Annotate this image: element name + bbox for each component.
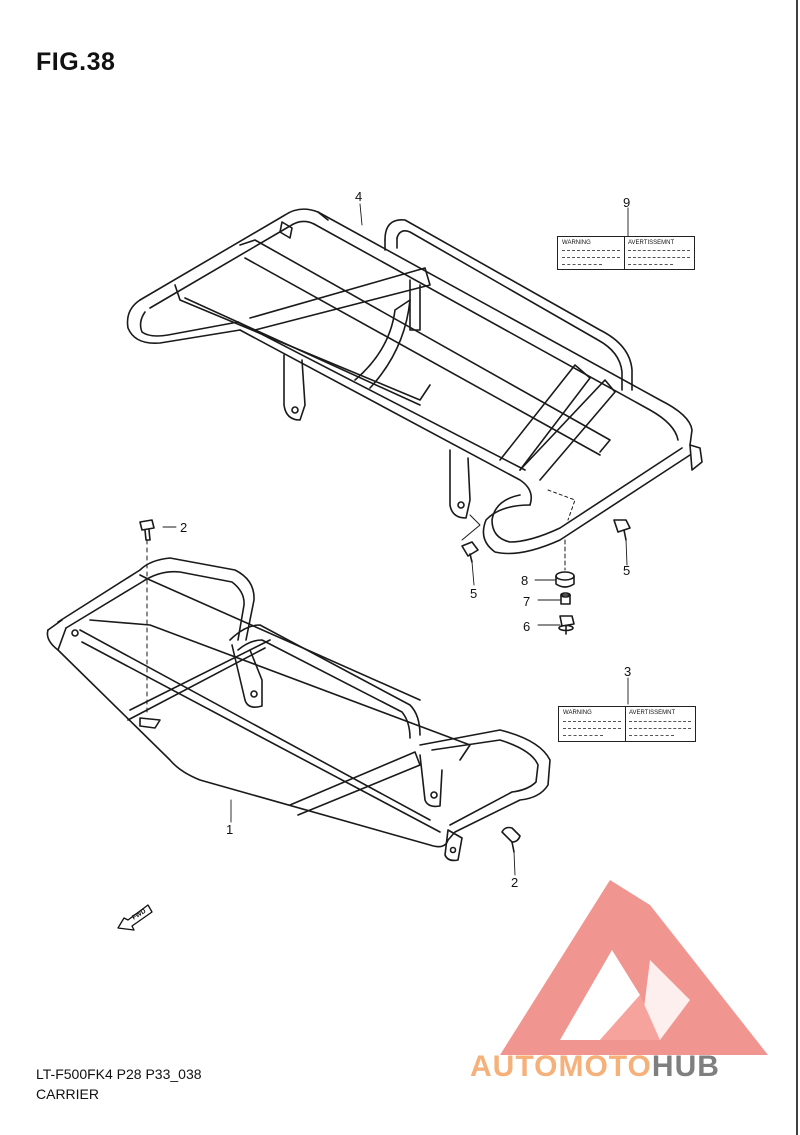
callout-5-right: 5 — [623, 563, 631, 578]
label-text-line — [563, 735, 603, 736]
label-text-line — [563, 721, 621, 722]
label-text-line — [628, 264, 673, 265]
collar-7 — [560, 592, 571, 605]
callout-3: 3 — [624, 664, 632, 679]
label-text-line — [629, 735, 674, 736]
callout-4: 4 — [355, 189, 363, 204]
warning-label-9: WARNING AVERTISSEMNT — [557, 236, 695, 270]
label-text-line — [562, 250, 620, 251]
label-warning-text: WARNING — [562, 240, 591, 246]
watermark-text-orange: AUTOMOTO — [470, 1050, 652, 1083]
figure-name: CARRIER — [36, 1086, 100, 1102]
figure-code: LT-F500FK4 P28 P33_038 — [36, 1066, 202, 1082]
watermark-text-gray: HUB — [651, 1050, 720, 1083]
figure-title: FIG.38 — [36, 48, 116, 76]
callout-2-top: 2 — [180, 520, 188, 535]
label-text-line — [629, 721, 691, 722]
label-divider — [624, 237, 625, 269]
watermark-text: AUTOMOTOHUB — [470, 1050, 720, 1084]
label-divider — [625, 707, 626, 741]
bolt-6 — [558, 615, 575, 635]
callout-2-bottom: 2 — [511, 875, 519, 890]
label-text-line — [562, 264, 602, 265]
label-text-line — [628, 250, 690, 251]
rear-carrier-drawing — [126, 208, 703, 555]
callout-6: 6 — [523, 619, 531, 634]
label-text-line — [628, 257, 690, 258]
label-warning-text: WARNING — [563, 710, 592, 716]
fwd-arrow-icon: FWD — [117, 904, 153, 931]
callout-8: 8 — [521, 573, 529, 588]
bolt-2-bottom — [501, 826, 521, 853]
grommet-8 — [555, 539, 575, 588]
leader-lines — [162, 203, 629, 876]
callout-7: 7 — [523, 594, 531, 609]
bolt-5-right — [613, 519, 631, 541]
callout-5-left: 5 — [470, 586, 478, 601]
bolt-2-top — [139, 519, 155, 716]
label-avertissement-text: AVERTISSEMNT — [629, 710, 676, 716]
label-text-line — [629, 728, 691, 729]
label-avertissement-text: AVERTISSEMNT — [628, 240, 675, 246]
watermark-logo-icon — [500, 880, 768, 1055]
callout-9: 9 — [623, 195, 631, 210]
label-text-line — [562, 257, 620, 258]
front-carrier-drawing — [46, 557, 551, 862]
bolt-5-left — [461, 541, 479, 563]
warning-label-3: WARNING AVERTISSEMNT — [558, 706, 696, 742]
callout-1: 1 — [226, 822, 234, 837]
label-text-line — [563, 728, 621, 729]
